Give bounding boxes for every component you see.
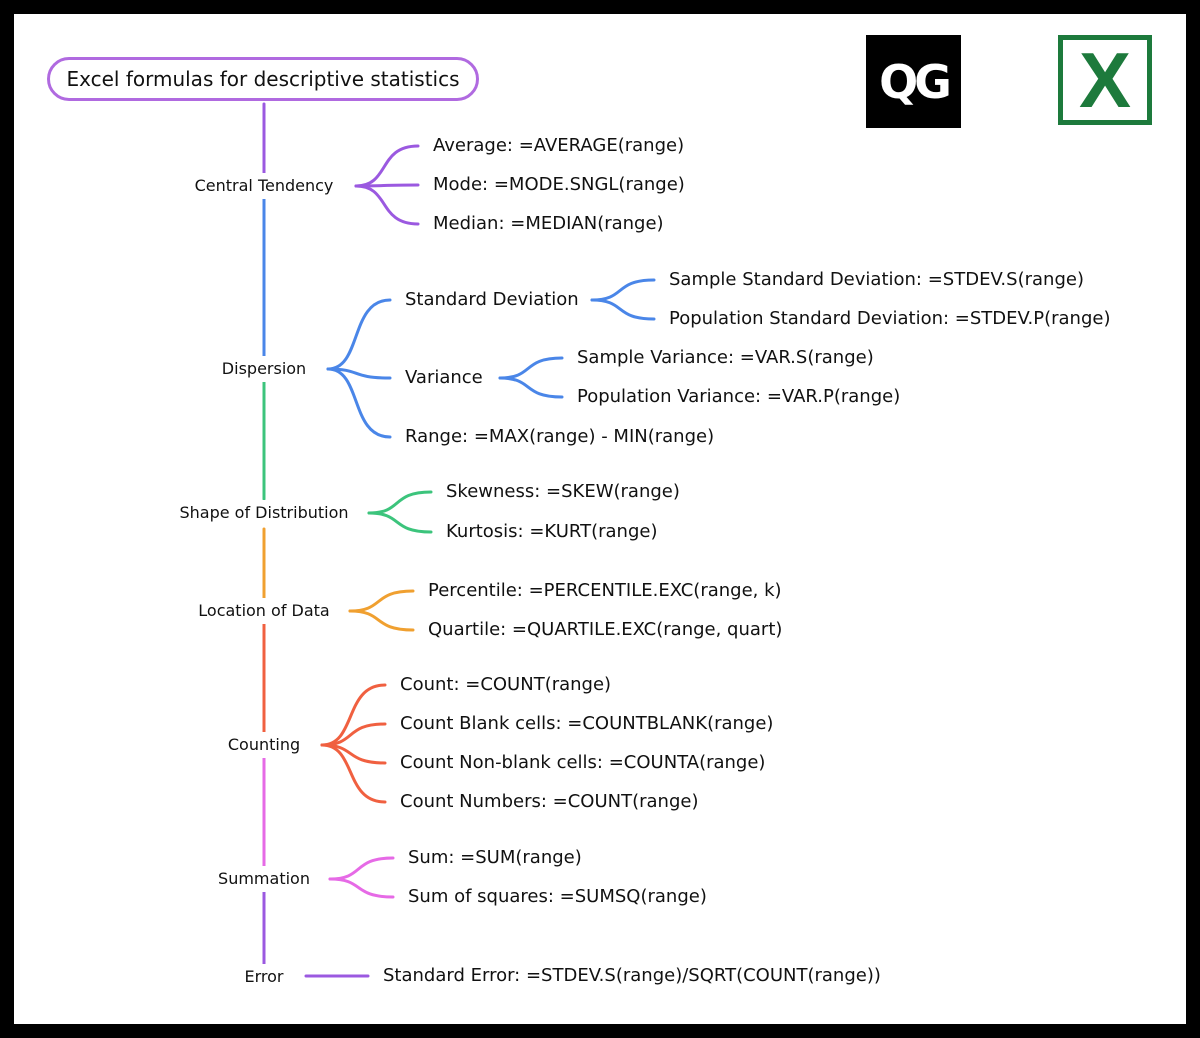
leaf-sum: Sum: =SUM(range)	[408, 847, 582, 868]
branch-central-0	[354, 144, 420, 188]
branch-dispersion-0	[326, 298, 392, 371]
category-error: Error	[242, 964, 286, 990]
branch-counting-3	[320, 743, 387, 804]
branch-variance-1	[498, 376, 564, 399]
node-standard-deviation: Standard Deviation	[405, 289, 579, 310]
branch-shape-0	[367, 490, 433, 515]
category-location-of-data: Location of Data	[196, 598, 332, 624]
leaf-sample-variance: Sample Variance: =VAR.S(range)	[577, 347, 874, 368]
branch-variance-0	[498, 356, 564, 380]
leaf-sample-std: Sample Standard Deviation: =STDEV.S(rang…	[669, 269, 1084, 290]
leaf-sum-of-squares: Sum of squares: =SUMSQ(range)	[408, 886, 707, 907]
category-shape-of-distribution: Shape of Distribution	[177, 500, 351, 526]
leaf-count: Count: =COUNT(range)	[400, 674, 612, 695]
leaf-skewness: Skewness: =SKEW(range)	[446, 481, 680, 502]
leaf-percentile: Percentile: =PERCENTILE.EXC(range, k)	[428, 580, 782, 601]
branch-location-0	[348, 589, 415, 613]
leaf-count-nonblank: Count Non-blank cells: =COUNTA(range)	[400, 752, 766, 773]
branch-stddev-0	[590, 278, 656, 302]
category-central-tendency: Central Tendency	[192, 173, 336, 199]
excel-logo-icon: X	[1058, 35, 1152, 125]
title-box: Excel formulas for descriptive statistic…	[47, 57, 479, 101]
leaf-count-numbers: Count Numbers: =COUNT(range)	[400, 791, 699, 812]
leaf-quartile: Quartile: =QUARTILE.EXC(range, quart)	[428, 619, 783, 640]
branch-location-1	[348, 609, 415, 632]
leaf-population-std: Population Standard Deviation: =STDEV.P(…	[669, 308, 1111, 329]
leaf-population-variance: Population Variance: =VAR.P(range)	[577, 386, 901, 407]
branch-dispersion-2	[326, 367, 392, 439]
branch-counting-0	[320, 683, 387, 747]
connector-lines	[262, 102, 656, 978]
branch-stddev-1	[590, 298, 656, 321]
branch-central-2	[354, 184, 420, 226]
category-counting: Counting	[225, 732, 303, 758]
qg-logo: QG	[866, 35, 961, 128]
mindmap-canvas: Excel formulas for descriptive statistic…	[14, 14, 1186, 1024]
branch-summation-1	[328, 877, 395, 899]
qg-logo-text: QG	[879, 54, 952, 109]
leaf-median: Median: =MEDIAN(range)	[433, 213, 664, 234]
excel-logo-letter: X	[1078, 36, 1132, 124]
branch-dispersion-1	[326, 367, 392, 380]
branch-shape-1	[367, 511, 433, 534]
leaf-mode: Mode: =MODE.SNGL(range)	[433, 174, 685, 195]
leaf-kurtosis: Kurtosis: =KURT(range)	[446, 521, 658, 542]
category-summation: Summation	[216, 866, 312, 892]
title-text: Excel formulas for descriptive statistic…	[66, 67, 460, 91]
leaf-range: Range: =MAX(range) - MIN(range)	[405, 426, 715, 447]
branch-summation-0	[328, 856, 395, 881]
category-dispersion: Dispersion	[219, 356, 309, 382]
leaf-average: Average: =AVERAGE(range)	[433, 135, 685, 156]
leaf-standard-error: Standard Error: =STDEV.S(range)/SQRT(COU…	[383, 965, 881, 986]
leaf-count-blank: Count Blank cells: =COUNTBLANK(range)	[400, 713, 774, 734]
node-variance: Variance	[405, 367, 483, 388]
